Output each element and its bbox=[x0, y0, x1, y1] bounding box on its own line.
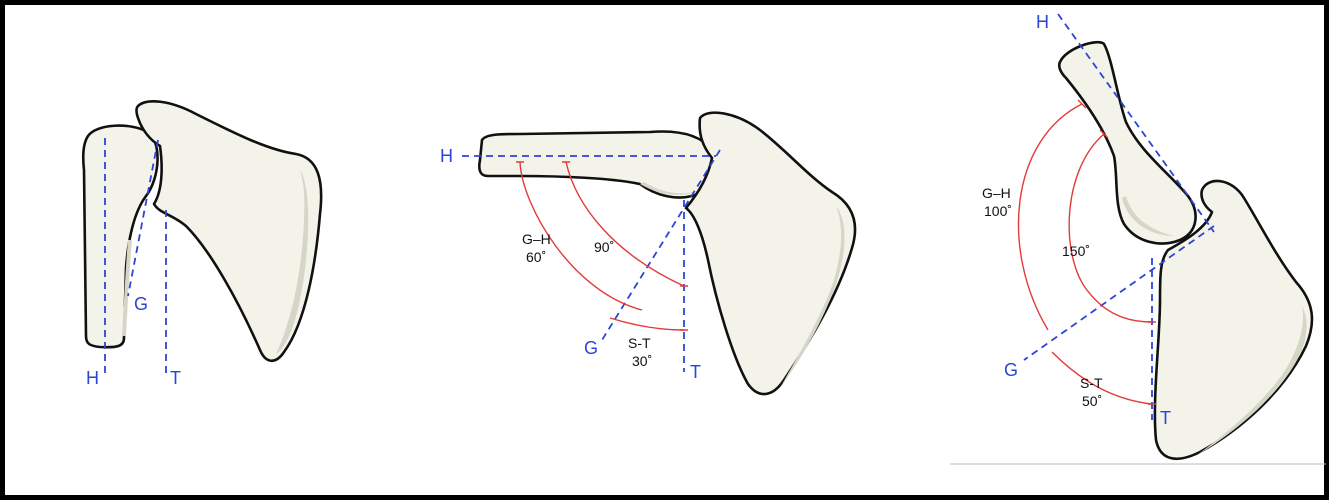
arc-scapulothoracic bbox=[609, 317, 685, 331]
panel-90-degree: H G T G–H 60˚ 90˚ S-T 30˚ bbox=[440, 111, 857, 396]
humerus-bone bbox=[477, 130, 717, 199]
label-glenohumeral-value: 60˚ bbox=[526, 249, 546, 265]
glenoid-line bbox=[1023, 225, 1215, 361]
label-scapulothoracic-value: 30˚ bbox=[632, 353, 652, 369]
arc-scapulothoracic bbox=[1051, 351, 1153, 405]
label-scapulothoracic-name: S-T bbox=[1080, 375, 1103, 391]
arc-endpoint-ticks bbox=[516, 161, 688, 331]
label-glenohumeral-name: G–H bbox=[522, 231, 551, 247]
label-h: H bbox=[86, 368, 99, 388]
arc-total-elevation bbox=[1068, 133, 1153, 323]
arc-glenohumeral bbox=[1017, 103, 1083, 331]
label-scapulothoracic-name: S-T bbox=[628, 335, 651, 351]
humerus-shade bbox=[640, 182, 700, 195]
glenoid-line bbox=[601, 149, 721, 341]
humerus-shade bbox=[1122, 196, 1174, 236]
label-g: G bbox=[134, 294, 148, 314]
arc-endpoint-ticks bbox=[1077, 99, 1156, 405]
panel-150-degree: H G T G–H 100˚ 150˚ S-T 50˚ bbox=[950, 12, 1326, 465]
label-glenohumeral-value: 100˚ bbox=[984, 203, 1012, 219]
label-scapulothoracic-value: 50˚ bbox=[1082, 393, 1102, 409]
humerus-shade bbox=[122, 240, 132, 336]
scapula-shade bbox=[276, 170, 309, 354]
label-h: H bbox=[440, 146, 453, 166]
glenoid-line bbox=[127, 139, 159, 297]
arc-total-elevation bbox=[565, 161, 685, 287]
label-g: G bbox=[1004, 360, 1018, 380]
label-h: H bbox=[1036, 12, 1049, 32]
label-glenohumeral-name: G–H bbox=[982, 185, 1011, 201]
scapula-bone bbox=[135, 100, 323, 363]
label-total-elevation-value: 90˚ bbox=[594, 239, 614, 255]
panel-resting: H G T bbox=[81, 100, 323, 388]
humerus-axis-line bbox=[1057, 13, 1215, 233]
arc-glenohumeral bbox=[519, 161, 643, 311]
label-t: T bbox=[690, 362, 701, 382]
label-total-elevation-value: 150˚ bbox=[1062, 243, 1090, 259]
label-g: G bbox=[584, 338, 598, 358]
humerus-bone bbox=[1057, 41, 1197, 245]
scapula-bone bbox=[684, 111, 857, 396]
label-t: T bbox=[170, 368, 181, 388]
label-t: T bbox=[1160, 408, 1171, 428]
